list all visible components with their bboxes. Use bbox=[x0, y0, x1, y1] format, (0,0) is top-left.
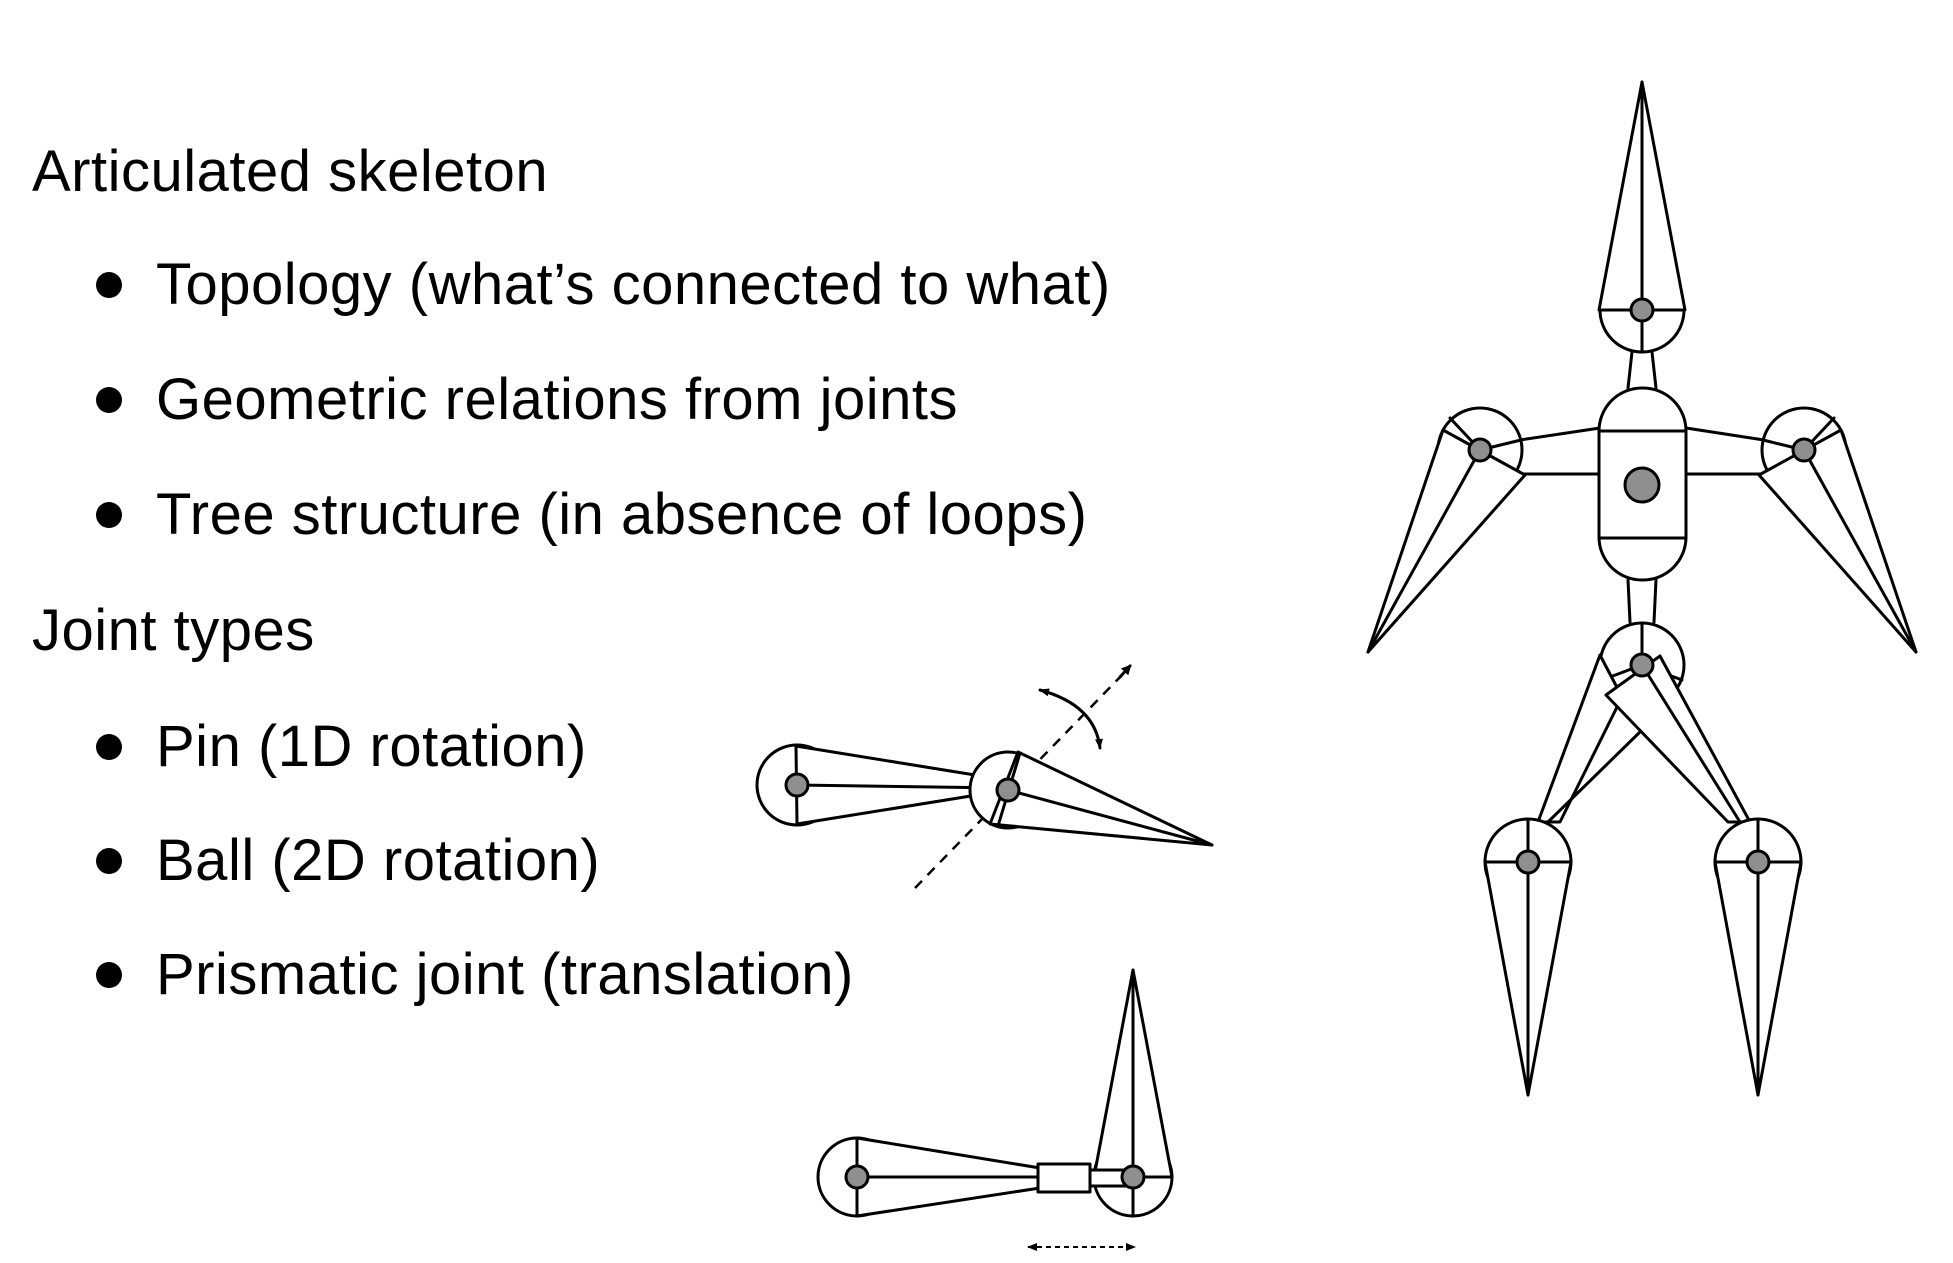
heading-articulated-skeleton: Articulated skeleton bbox=[32, 139, 549, 204]
vertical-link bbox=[1092, 968, 1174, 1218]
skeleton-left-arm bbox=[1366, 406, 1527, 654]
skeleton-connectors bbox=[1518, 350, 1766, 624]
bullet-pin: Pin (1D rotation) bbox=[96, 718, 587, 776]
bullet-tree-structure: Tree structure (in absence of loops) bbox=[96, 486, 1087, 544]
bullet-dot bbox=[96, 272, 122, 298]
bullet-text: Ball (2D rotation) bbox=[156, 828, 601, 893]
skeleton-left-leg bbox=[1483, 653, 1644, 1097]
bullet-ball: Ball (2D rotation) bbox=[96, 832, 600, 890]
ball-joint-figure bbox=[755, 664, 1214, 889]
joint-icon bbox=[1629, 652, 1655, 678]
bullet-text: Geometric relations from joints bbox=[156, 367, 958, 432]
prismatic-joint-figure bbox=[816, 968, 1174, 1251]
bullet-prismatic: Prismatic joint (translation) bbox=[96, 946, 854, 1004]
slider-block bbox=[1036, 1162, 1092, 1194]
joint-icon bbox=[784, 772, 810, 798]
heading-joint-types: Joint types bbox=[32, 598, 315, 663]
joint-icon bbox=[1515, 849, 1541, 875]
bullet-dot bbox=[96, 387, 122, 413]
bullet-text: Topology (what’s connected to what) bbox=[156, 252, 1111, 317]
joint-icon bbox=[844, 1164, 870, 1190]
bullet-text: Prismatic joint (translation) bbox=[156, 942, 854, 1007]
joint-icon bbox=[1467, 437, 1493, 463]
root-joint-icon bbox=[1623, 466, 1661, 504]
bullet-text: Tree structure (in absence of loops) bbox=[156, 482, 1088, 547]
skeleton-figure bbox=[1366, 80, 1918, 1097]
rotation-arrow bbox=[1038, 688, 1103, 750]
joint-icon bbox=[1791, 437, 1817, 463]
bullet-geometric-relations: Geometric relations from joints bbox=[96, 371, 958, 429]
joint-icon bbox=[1629, 297, 1655, 323]
bullet-dot bbox=[96, 502, 122, 528]
bullet-text: Pin (1D rotation) bbox=[156, 714, 587, 779]
joint-icon bbox=[995, 777, 1021, 803]
skeleton-right-leg bbox=[1604, 654, 1803, 1097]
skeleton-right-arm bbox=[1757, 406, 1918, 654]
bullet-topology: Topology (what’s connected to what) bbox=[96, 256, 1111, 314]
bullet-dot bbox=[96, 734, 122, 760]
bullet-dot bbox=[96, 962, 122, 988]
joint-icon bbox=[1120, 1164, 1146, 1190]
joint-icon bbox=[1745, 849, 1771, 875]
bullet-dot bbox=[96, 848, 122, 874]
